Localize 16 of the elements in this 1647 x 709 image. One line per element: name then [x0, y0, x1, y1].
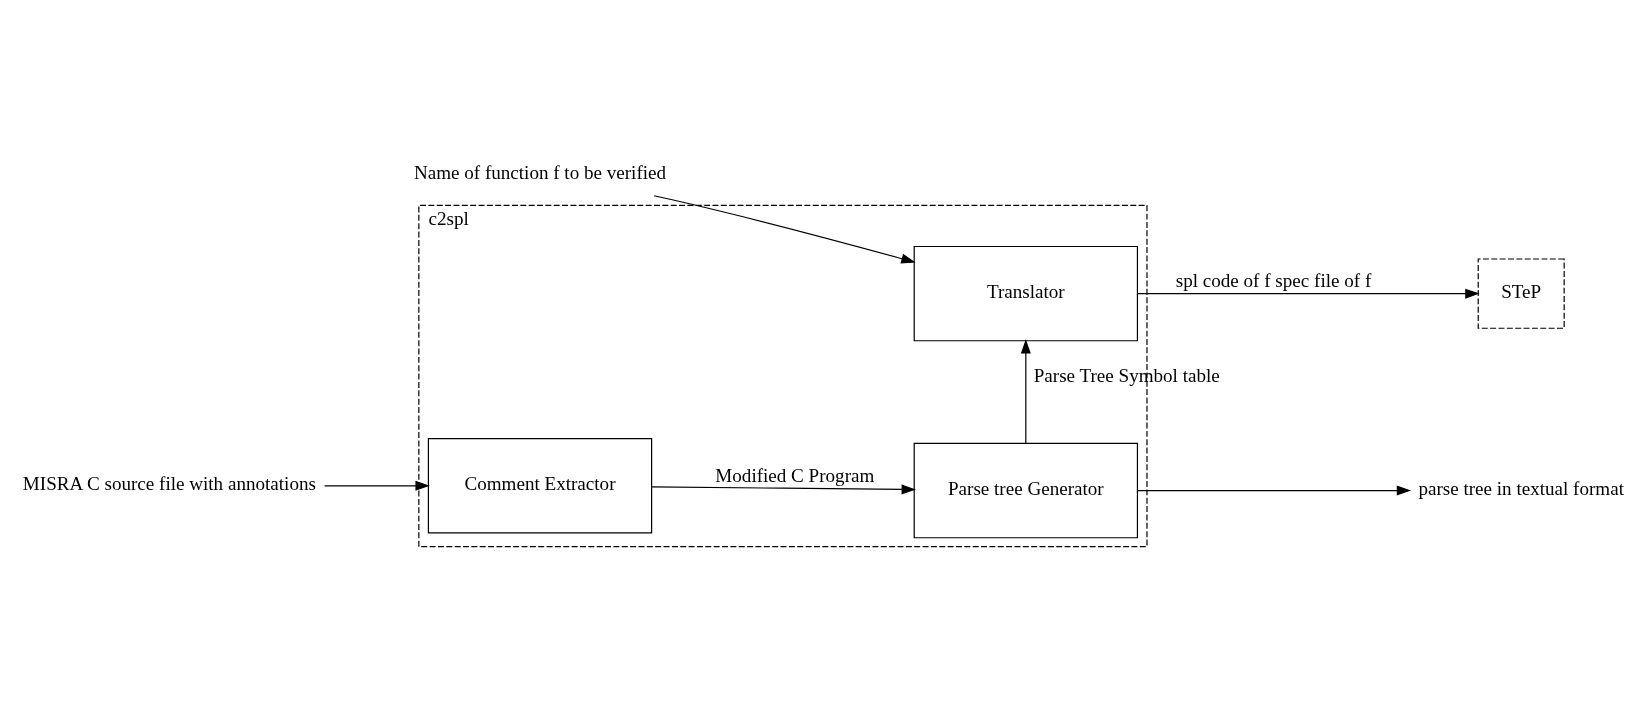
node-text: MISRA C source file with annotations	[22, 473, 316, 495]
arrow	[1137, 288, 1480, 299]
edge-label: Modified C Program	[715, 464, 875, 486]
node-box: STeP	[1477, 258, 1565, 329]
node-text: parse tree in textual format	[1418, 478, 1624, 500]
arrow	[324, 480, 430, 491]
node-box: Parse tree Generator	[913, 442, 1139, 539]
arrow	[651, 484, 916, 495]
arrow	[1020, 339, 1031, 444]
edge-label: Parse Tree Symbol table	[1033, 365, 1220, 387]
node-text: Name of function f to be verified	[413, 161, 667, 183]
arrow	[653, 195, 916, 264]
node-box: Translator	[913, 245, 1139, 342]
node-box: Comment Extractor	[427, 438, 653, 534]
edge-label: spl code of f spec file of f	[1175, 270, 1372, 292]
arrow	[1137, 485, 1412, 496]
